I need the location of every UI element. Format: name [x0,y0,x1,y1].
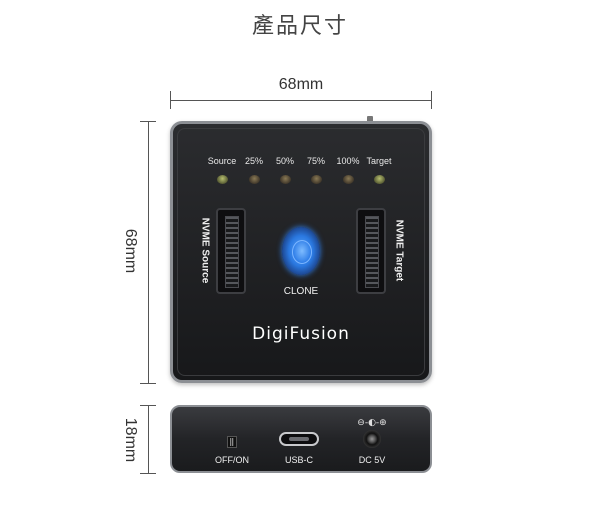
height-dimension-label: 68mm [122,228,139,274]
led-label: Source [207,156,237,166]
led-indicator-icon [343,175,354,184]
dc-polarity-icon: ⊖-◐-⊕ [357,418,387,428]
nvme-target-slot [356,208,386,294]
nvme-source-label: NVME Source [199,217,211,284]
led-label: Target [366,156,392,166]
led-indicator-icon [249,175,260,184]
clone-button-light [292,240,312,264]
nvme-source-slot [216,208,246,294]
clone-label: CLONE [283,286,319,297]
depth-dimension-line [148,405,149,473]
brand-logo: DigiFusion [252,324,350,344]
usb-c-label: USB-C [284,455,313,465]
depth-dimension-label: 18mm [122,417,139,463]
led-label: 50% [275,156,294,166]
power-switch-label: OFF/ON [215,455,249,465]
led-indicator-icon [311,175,322,184]
led-indicator-icon [280,175,291,184]
usb-c-port [279,432,319,446]
led-label: 100% [336,156,360,166]
nvme-target-label: NVME Target [393,219,405,282]
dc-power-jack [363,430,381,448]
power-switch[interactable] [227,436,237,448]
page-title: 產品尺寸 [251,14,348,39]
width-dimension-label: 68mm [278,76,324,93]
led-indicator-icon [374,175,385,184]
led-indicator-icon [217,175,228,184]
height-dimension-line [148,121,149,383]
height-dimension-tick-bottom [140,383,156,384]
clone-button[interactable] [282,227,320,275]
led-label: 25% [244,156,263,166]
depth-dimension-tick-bottom [140,473,156,474]
dc-label: DC 5V [358,455,386,465]
led-label: 75% [306,156,325,166]
top-edge-nub [367,116,373,122]
width-dimension-line [170,100,432,101]
